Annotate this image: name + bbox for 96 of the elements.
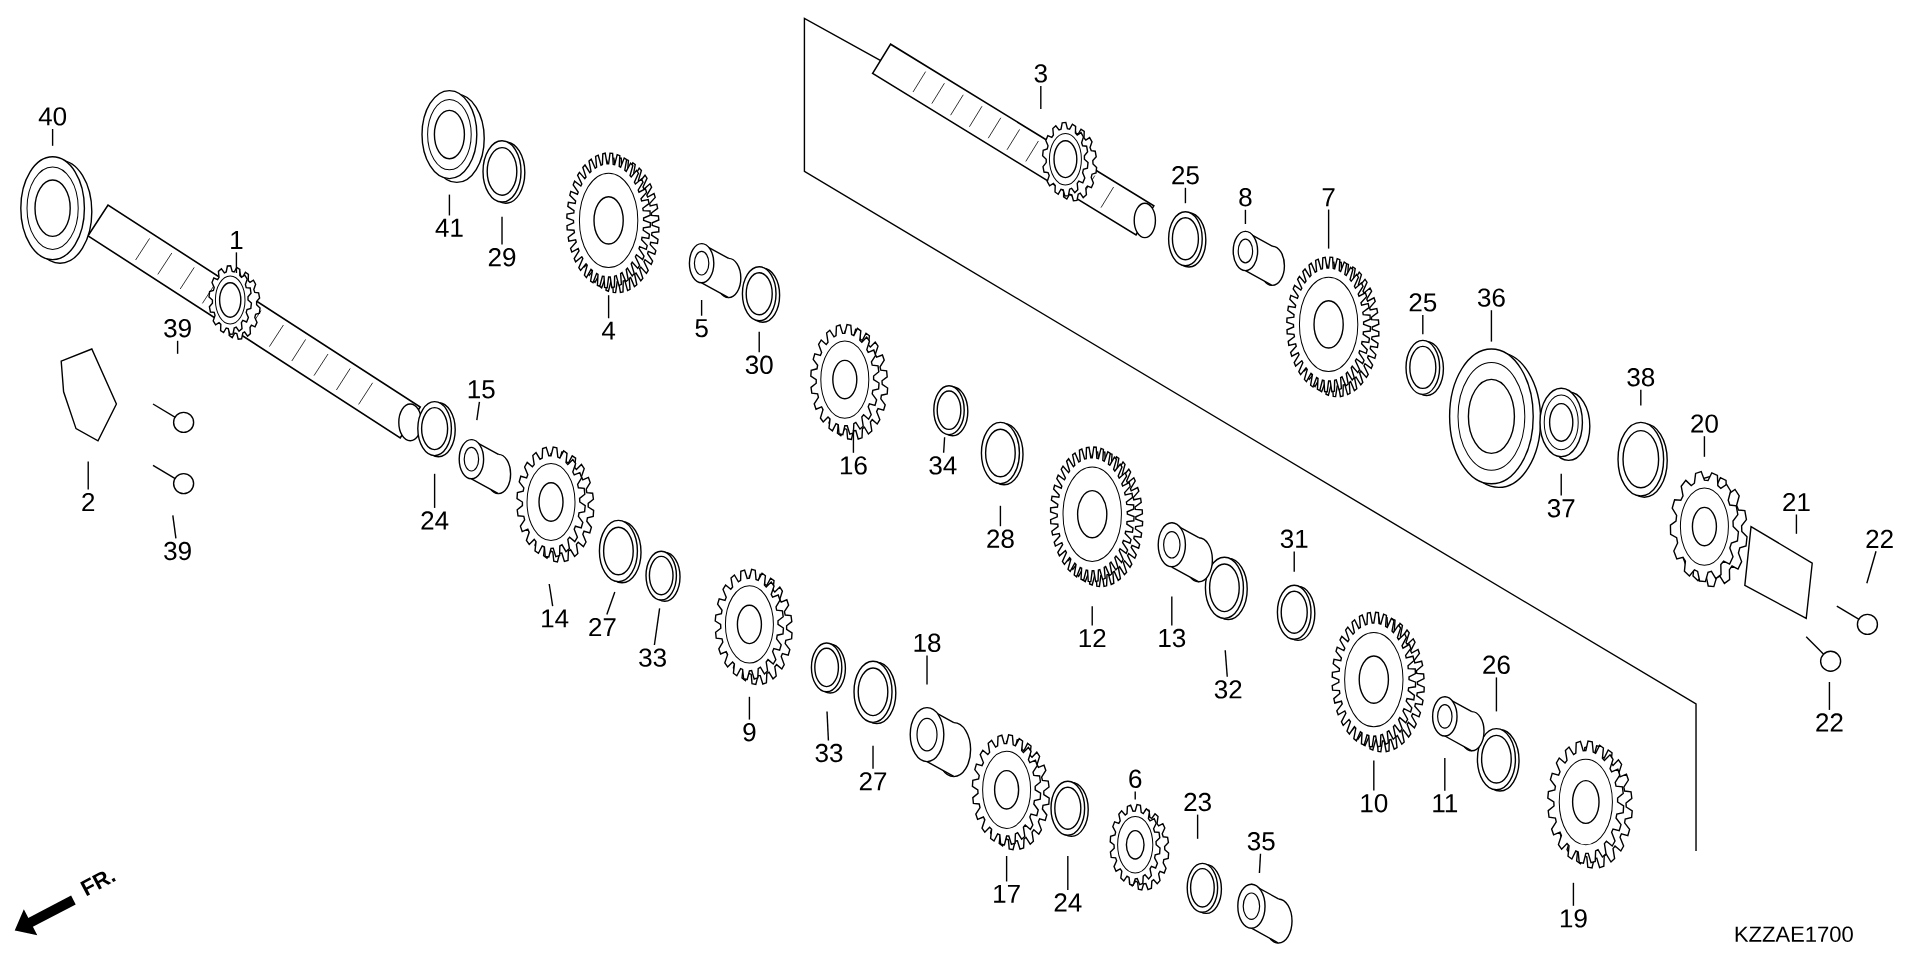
leader-line [176,340,179,355]
callout-number: 14 [542,609,569,628]
callout-number: 22 [1816,713,1843,732]
callout-number: 3 [1034,64,1047,83]
callout-number: 6 [1129,769,1142,788]
callout-number: 25 [1409,293,1437,312]
callout-number: 36 [1477,288,1505,307]
callout-number: 7 [1322,188,1335,207]
callout-number: 8 [1239,188,1252,207]
callout-number: 18 [914,633,941,652]
callout-number: 24 [421,511,449,530]
leader-line [1795,513,1798,535]
leader-line [1224,649,1228,678]
callout-number: 20 [1691,414,1718,433]
leader-line [872,745,874,770]
leader-line [433,473,436,509]
callout-number: 28 [987,529,1014,548]
leader-line [926,654,928,686]
leader-line [999,505,1002,527]
callout-number: 35 [1247,832,1275,851]
leader-line [1091,605,1093,627]
callout-number: 27 [589,617,616,637]
leader-line [1171,595,1173,627]
leader-line [1866,550,1877,584]
callout-number: 39 [164,319,191,338]
leader-line [1828,681,1831,711]
drawing-code: KZZAE1700 [1735,926,1853,942]
leader-line [448,193,451,217]
leader-line [501,216,503,246]
callout-number: 34 [929,456,957,475]
leader-line [1327,208,1330,250]
leader-line [606,591,616,616]
callout-number: 33 [639,648,666,667]
leader-line [653,607,661,646]
callout-number: 30 [745,355,773,374]
leader-line [172,514,177,540]
leader-line [51,128,54,147]
leader-line [1184,187,1187,204]
callout-number: 9 [743,723,756,742]
callout-number: 21 [1783,492,1810,512]
callout-number: 11 [1433,794,1458,813]
leader-line [1005,855,1008,883]
leader-line [1244,209,1247,225]
callout-number: 39 [164,541,191,561]
callout-number: 24 [1054,893,1082,912]
callout-number: 26 [1483,655,1510,674]
callout-number: 13 [1159,628,1186,648]
callout-number: 2 [82,492,95,512]
leader-line [1560,473,1562,497]
leader-line [1067,855,1069,891]
leader-line [1495,676,1498,713]
callout-number: 23 [1184,792,1211,812]
leader-line [1444,757,1446,792]
leader-line [1640,389,1642,407]
callout-number: 25 [1172,166,1199,185]
callout-number: 29 [488,248,516,267]
leader-line [700,299,703,317]
callout-number: 19 [1560,909,1587,928]
leader-line [758,331,760,353]
leader-line [1703,435,1706,458]
callout-number: 37 [1547,499,1575,518]
direction-label: FR. [80,871,116,896]
leader-line [235,251,238,274]
leader-line [748,696,751,721]
leader-line [1134,790,1136,801]
callout-number: 10 [1361,794,1388,813]
leader-line [826,710,830,742]
callout-number: 41 [435,218,463,237]
callout-number: 22 [1866,529,1893,548]
leader-line [942,436,946,454]
callout-number: 31 [1280,529,1308,548]
callout-number: 38 [1627,368,1655,387]
callout-number: 17 [994,884,1020,903]
leader-line [1258,853,1262,874]
callout-number: 33 [815,743,843,763]
callout-number: 12 [1079,628,1106,648]
callout-number: 4 [602,321,616,340]
leader-line [1572,882,1575,907]
leader-line [1490,309,1493,343]
leader-line [852,429,855,454]
callout-number: 15 [468,380,495,399]
leader-line [548,583,554,607]
leader-line [1196,813,1199,840]
leader-line [87,460,89,491]
callout-number: 1 [231,231,243,249]
leader-line [476,401,481,421]
callout-number: 40 [38,107,67,126]
leader-line [1422,314,1424,335]
callout-number: 32 [1214,680,1242,699]
callout-number: 5 [695,319,708,338]
callout-number: 27 [859,772,887,791]
callout-number: 16 [840,456,867,475]
leader-line [1373,759,1375,792]
leader-line [1293,550,1295,573]
leader-line [1040,85,1042,110]
leader-line [607,294,610,319]
